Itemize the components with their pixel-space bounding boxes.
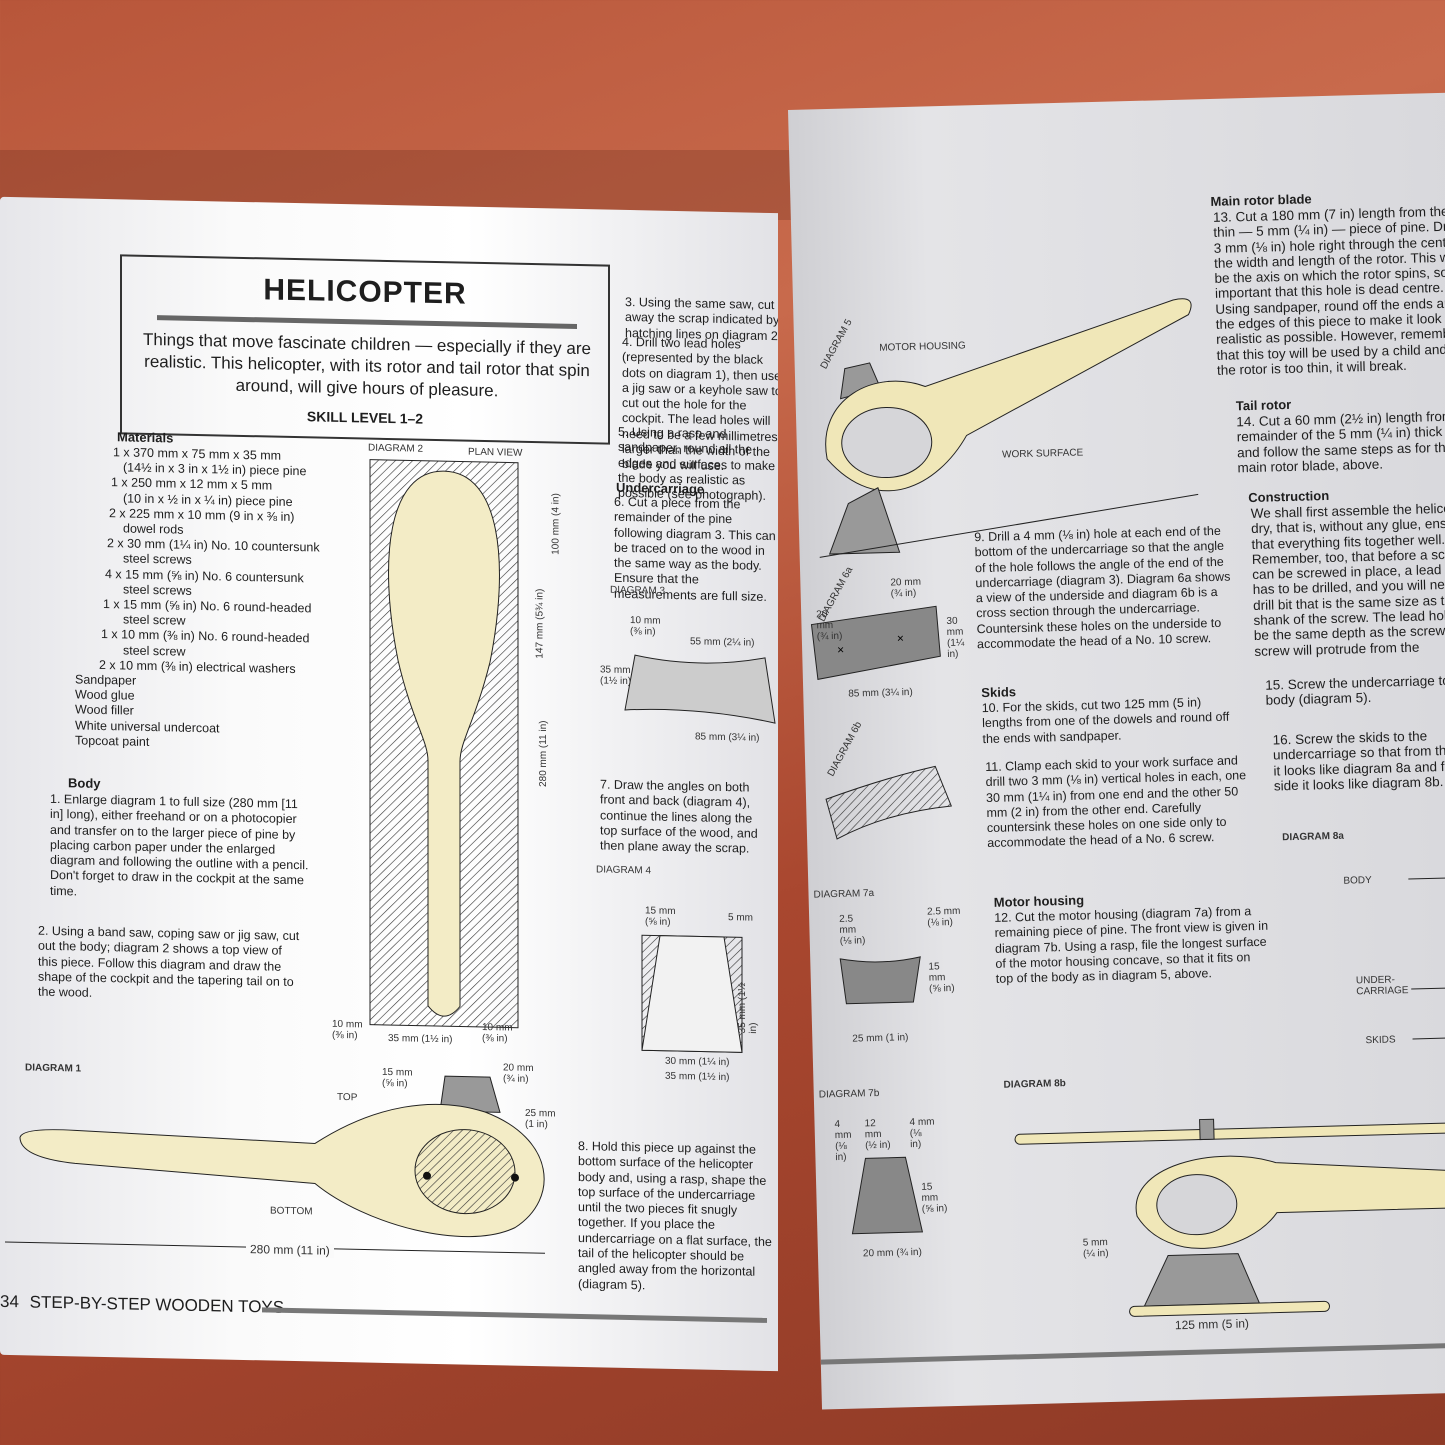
diagram-7b-dim-5: 20 mm (¾ in)	[862, 1246, 923, 1260]
book-title: STEP-BY-STEP WOODEN TOYS	[29, 1292, 285, 1317]
diagram-3-dim-1: 10 mm (⅜ in)	[630, 615, 661, 638]
diagram-8b-dim-1: 5 mm (¼ in)	[1082, 1237, 1109, 1260]
diagram-8b-drawing	[1014, 1118, 1445, 1317]
diagram-3-drawing	[624, 654, 776, 724]
diagram-8a-drawing	[1408, 877, 1445, 1040]
diagram-7b-label: DIAGRAM 7b	[818, 1087, 880, 1101]
diagram-4-dim-1: 15 mm (⅝ in)	[645, 905, 676, 928]
title-box: HELICOPTER Things that move fascinate ch…	[120, 254, 610, 445]
diagram-3-dim-3: 35 mm (1½ in)	[600, 664, 632, 688]
footer-rule	[262, 1307, 767, 1323]
title-rule	[157, 315, 577, 329]
diagram-1-drawing	[5, 1075, 545, 1254]
step-9: 9. Drill a 4 mm (⅛ in) hole at each end …	[974, 523, 1231, 652]
step-15: 15. Screw the undercarriage to the body …	[1265, 672, 1445, 708]
skill-level: SKILL LEVEL 1–2	[306, 408, 424, 427]
body-label: BODY	[1343, 874, 1372, 887]
diagram-7a-label: DIAGRAM 7a	[813, 888, 875, 901]
diagram-7b-dim-3: 4 mm (⅛ in)	[909, 1116, 935, 1151]
page-title: HELICOPTER	[263, 273, 467, 311]
diagram-8a-label: DIAGRAM 8a	[1282, 830, 1345, 844]
diagram-1-dim-4: 280 mm (11 in)	[246, 1242, 334, 1258]
diagram-2-dim-4: 10 mm (⅜ in)	[332, 1018, 363, 1042]
step-14: 14. Cut a 60 mm (2½ in) length from the …	[1236, 408, 1445, 476]
diagram-6a-drawing: ××	[810, 605, 941, 681]
diagram-4-dim-5: 35 mm (1½ in)	[665, 1070, 730, 1084]
diagram-2-label: DIAGRAM 2	[368, 442, 424, 455]
diagram-7a-dim-4: 25 mm (1 in)	[852, 1032, 909, 1045]
step-1: 1. Enlarge diagram 1 to full size (280 m…	[50, 791, 309, 899]
construction-heading: Construction	[1248, 487, 1330, 506]
right-page: DIAGRAM 5 MOTOR HOUSING WORK SURFACE 9. …	[788, 92, 1445, 1410]
diagram-6a-dim-4: 85 mm (3¼ in)	[848, 686, 913, 700]
diagram-7b-dim-1: 4 mm (⅛ in)	[834, 1118, 852, 1164]
skids-heading: Skids	[981, 684, 1017, 701]
diagram-7b-dim-4: 15 mm (⅝ in)	[921, 1181, 948, 1215]
diagram-3-dim-2: 55 mm (2¼ in)	[690, 636, 755, 649]
diagram-2-view: PLAN VIEW	[468, 446, 523, 459]
left-page: HELICOPTER Things that move fascinate ch…	[0, 196, 778, 1372]
page-footer: 34 STEP-BY-STEP WOODEN TOYS	[0, 1292, 284, 1318]
step-11: 11. Clamp each skid to your work surface…	[985, 753, 1247, 851]
diagram-7a-dim-3: 15 mm (⅝ in)	[928, 961, 955, 995]
diagram-4-drawing	[641, 934, 743, 1053]
diagram-5-drawing	[819, 298, 1199, 558]
diagram-2-dim-5: 35 mm (1½ in)	[388, 1032, 453, 1046]
step-2: 2. Using a band saw, coping saw or jig s…	[38, 923, 300, 1000]
diagram-2-dim-1: 100 mm (4 in)	[550, 493, 562, 555]
diagram-4-dim-4: 30 mm (1¼ in)	[665, 1055, 730, 1069]
diagram-6a-dim-2: 20 mm (¾ in)	[816, 609, 843, 643]
diagram-2-drawing	[369, 459, 519, 1029]
diagram-4-dim-2: 5 mm	[728, 912, 753, 924]
step-8: 8. Hold this piece up against the bottom…	[578, 1138, 772, 1293]
diagram-8b-dim-2: 125 mm (5 in)	[1174, 1316, 1250, 1333]
body-heading: Body	[68, 775, 101, 791]
diagram-4-label: DIAGRAM 4	[596, 864, 652, 877]
diagram-7a-drawing	[839, 956, 921, 1005]
step-7: 7. Draw the angles on both front and bac…	[600, 777, 758, 856]
diagram-3-label: DIAGRAM 3	[610, 584, 666, 597]
diagram-6a-dim-3: 30 mm (1¼ in)	[946, 615, 965, 661]
construction-text: We shall first assemble the helicopter d…	[1250, 500, 1445, 659]
diagram-2-dim-3: 280 mm (11 in)	[537, 720, 549, 788]
step-13: 13. Cut a 180 mm (7 in) length from the …	[1212, 203, 1445, 378]
step-16: 16. Screw the skids to the undercarriage…	[1272, 728, 1445, 794]
tail-rotor-heading: Tail rotor	[1235, 396, 1292, 414]
step-12: 12. Cut the motor housing (diagram 7a) f…	[994, 904, 1269, 987]
svg-text:×: ×	[837, 643, 844, 657]
diagram-6a-dim-1: 20 mm (¾ in)	[890, 576, 922, 600]
diagram-2-dim-2: 147 mm (5¾ in)	[534, 588, 546, 659]
diagram-8b-label: DIAGRAM 8b	[1003, 1078, 1066, 1091]
intro-text: Things that move fascinate children — es…	[143, 329, 591, 401]
materials-list: 1 x 370 mm x 75 mm x 35 mm(14½ in x 3 in…	[75, 444, 335, 754]
materials-heading: Materials	[117, 429, 174, 446]
page-number: 34	[0, 1291, 19, 1312]
diagram-2-dim-6: 10 mm (⅜ in)	[482, 1021, 513, 1045]
motor-housing-heading: Motor housing	[993, 892, 1085, 910]
diagram-7a-dim-1: 2.5 mm (⅛ in)	[839, 913, 866, 947]
skids-label: SKIDS	[1365, 1034, 1396, 1047]
diagram-7b-dim-2: 12 mm (½ in)	[864, 1118, 891, 1152]
svg-text:×: ×	[897, 631, 904, 645]
diagram-7b-drawing	[851, 1156, 924, 1235]
diagram-6b-drawing	[825, 765, 952, 840]
diagram-7a-dim-2: 2.5 mm (⅛ in)	[926, 905, 961, 929]
step-10: 10. For the skids, cut two 125 mm (5 in)…	[981, 695, 1230, 746]
footer-rule-right	[820, 1341, 1445, 1365]
diagram-4-dim-3: 35 mm (1½ in)	[737, 982, 759, 1034]
main-rotor-heading: Main rotor blade	[1210, 191, 1312, 209]
diagram-3-dim-4: 85 mm (3¼ in)	[695, 731, 760, 744]
